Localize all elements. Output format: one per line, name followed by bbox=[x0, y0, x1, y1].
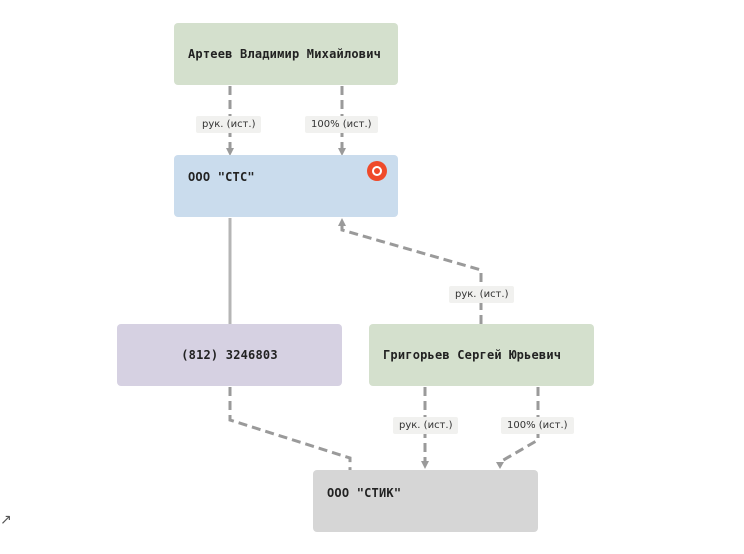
arrowhead-icon bbox=[338, 148, 346, 156]
node-phone[interactable]: (812) 3246803 bbox=[117, 324, 342, 386]
arrowhead-icon bbox=[226, 148, 234, 156]
circle-status-icon[interactable] bbox=[367, 161, 387, 181]
edge-label-share: 100% (ист.) bbox=[501, 417, 574, 434]
edge-label-share: 100% (ист.) bbox=[305, 116, 378, 133]
edge-label-head: рук. (ист.) bbox=[196, 116, 262, 133]
edge-phone-stik bbox=[228, 387, 352, 470]
node-stik[interactable]: ООО "СТИК" bbox=[313, 470, 538, 532]
node-label: Григорьев Сергей Юрьевич bbox=[383, 348, 562, 362]
node-label: ООО "СТС" bbox=[188, 170, 255, 184]
node-sts[interactable]: ООО "СТС" bbox=[174, 155, 398, 217]
node-label: ООО "СТИК" bbox=[327, 486, 402, 500]
expand-arrow-icon[interactable]: ↗ bbox=[0, 512, 12, 528]
node-arteev[interactable]: Артеев Владимир Михайлович bbox=[174, 23, 398, 85]
arrowhead-icon bbox=[496, 462, 504, 469]
node-label: Артеев Владимир Михайлович bbox=[188, 47, 382, 61]
arrowhead-icon bbox=[338, 218, 346, 226]
node-grigoriev[interactable]: Григорьев Сергей Юрьевич bbox=[369, 324, 594, 386]
node-label: (812) 3246803 bbox=[181, 348, 278, 362]
arrowhead-icon bbox=[421, 461, 429, 469]
edge-label-head: рук. (ист.) bbox=[393, 417, 459, 434]
edge-grigoriev-sts-head bbox=[340, 224, 483, 324]
edge-grigoriev-stik-share bbox=[499, 387, 540, 464]
edge-label-head: рук. (ист.) bbox=[449, 286, 515, 303]
